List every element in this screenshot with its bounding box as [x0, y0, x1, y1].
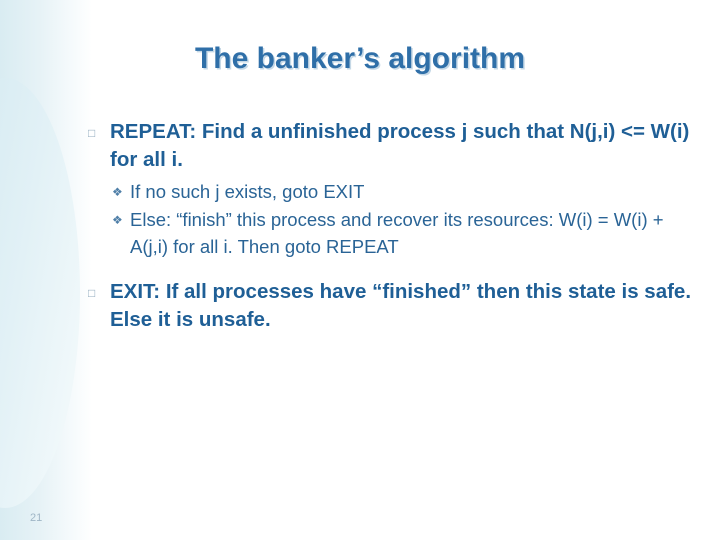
square-bullet-icon: □	[88, 126, 96, 140]
list-item: ❖ Else: “finish” this process and recove…	[112, 207, 698, 260]
spacer	[88, 268, 698, 278]
diamond-bullet-icon: ❖	[112, 213, 123, 228]
list-item: □ EXIT: If all processes have “finished”…	[88, 278, 698, 333]
bullet-text: REPEAT: Find a unfinished process j such…	[110, 120, 690, 171]
diamond-bullet-icon: ❖	[112, 185, 123, 200]
list-item: □ REPEAT: Find a unfinished process j su…	[88, 118, 698, 173]
slide-content: □ REPEAT: Find a unfinished process j su…	[88, 118, 698, 335]
sub-bullet-text: Else: “finish” this process and recover …	[130, 209, 664, 257]
list-item: ❖ If no such j exists, goto EXIT	[112, 179, 698, 206]
sub-bullet-text: If no such j exists, goto EXIT	[130, 181, 365, 203]
page-title: The banker’s algorithm	[194, 42, 526, 75]
bullet-text: EXIT: If all processes have “finished” t…	[110, 279, 692, 331]
page-number: 21	[30, 512, 43, 524]
square-bullet-icon: □	[88, 285, 96, 300]
sub-list: ❖ If no such j exists, goto EXIT ❖ Else:…	[112, 179, 698, 260]
